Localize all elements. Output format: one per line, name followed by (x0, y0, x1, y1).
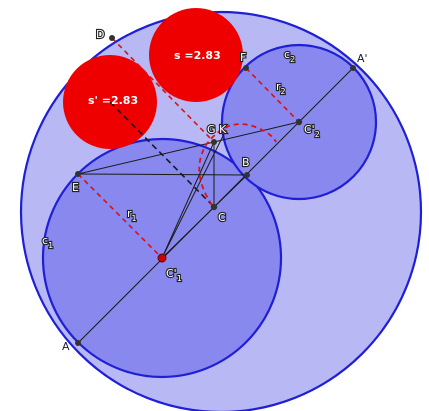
label-E: E (72, 181, 79, 194)
label-C2-prime: C'2 (304, 123, 320, 139)
label-c1: c1 (42, 234, 53, 250)
point-C1-prime[interactable] (157, 253, 167, 263)
point-A-prime[interactable] (350, 65, 356, 71)
line-e-g[interactable] (77, 141, 215, 175)
line-e-b[interactable] (77, 173, 248, 176)
segment-d-g[interactable] (111, 37, 215, 143)
label-A: A (62, 340, 70, 353)
label-B: B (242, 156, 250, 169)
label-K: K (219, 123, 227, 136)
point-A[interactable] (75, 340, 81, 346)
line-c1p-g[interactable] (161, 141, 215, 259)
label-c2: c2 (284, 48, 295, 64)
label-D: D (96, 28, 104, 41)
dashed-arc-k[interactable] (198, 123, 277, 206)
segment-r1[interactable] (77, 173, 163, 259)
point-C[interactable] (210, 203, 218, 211)
point-B[interactable] (244, 172, 250, 178)
point-D[interactable] (109, 35, 115, 41)
label-C1-prime: C'1 (166, 267, 182, 283)
point-K[interactable] (222, 129, 228, 135)
label-r1: r1 (127, 207, 137, 223)
measure-s-prime: s' =2.83 (88, 94, 138, 107)
label-r2: r2 (276, 80, 286, 96)
label-G: G (207, 123, 216, 136)
measure-s: s =2.83 (174, 49, 221, 62)
label-F: F (240, 51, 246, 64)
point-E[interactable] (75, 171, 81, 177)
segment-s-prime[interactable] (109, 101, 215, 208)
point-F[interactable] (243, 65, 249, 71)
point-G[interactable] (211, 139, 217, 145)
line-c1p-b[interactable] (161, 174, 248, 259)
point-C2-prime[interactable] (295, 118, 303, 126)
red-disc-s[interactable] (149, 8, 243, 102)
label-A-prime: A' (357, 52, 368, 65)
segment-r2[interactable] (245, 67, 300, 123)
label-C: C (218, 211, 226, 224)
line-g-c2p[interactable] (213, 121, 300, 143)
